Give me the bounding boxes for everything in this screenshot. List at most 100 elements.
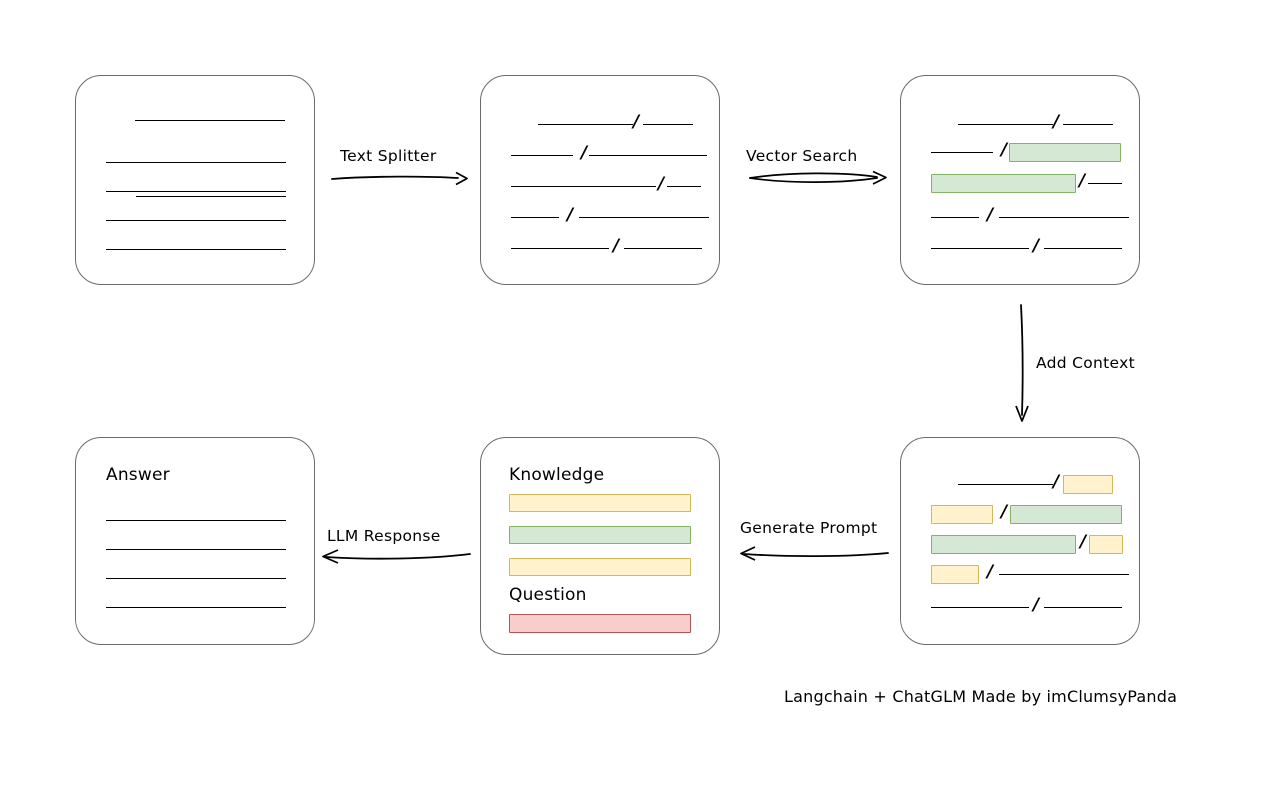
source-document-box[interactable] [75,75,315,285]
text-line [1088,182,1123,184]
matched-chunks-box[interactable]: / / / / / [900,75,1140,285]
footer-credit: Langchain + ChatGLM Made by imClumsyPand… [784,687,1178,706]
chunk-row: / [958,111,1114,134]
question-bar[interactable] [509,614,691,633]
chunk-row: / [931,235,1123,258]
document-row [106,181,286,201]
separator-slash: / [1001,139,1008,160]
text-line [589,154,708,156]
separator-slash: / [1033,235,1040,256]
question-heading: Question [509,585,587,605]
text-line [135,120,285,121]
separator-slash: / [987,561,994,582]
context-document-lines: / / / / / [901,438,1139,644]
chunk-row: / [931,170,1123,193]
context-chunk-highlight[interactable] [931,504,993,524]
chunk-row: / [958,471,1114,494]
knowledge-bar-3[interactable] [509,558,691,576]
answer-box[interactable]: Answer [75,437,315,645]
chunk-row: / [931,594,1123,617]
answer-lines [76,438,314,644]
text-line [667,185,702,187]
text-line [999,573,1130,575]
chunk-row: / [931,204,1130,227]
text-line [931,606,1029,608]
text-line [511,247,609,249]
text-line [136,195,286,197]
matched-chunk-highlight[interactable] [931,173,1076,193]
split-chunks-box[interactable]: / / / / / [480,75,720,285]
knowledge-heading: Knowledge [509,465,605,485]
separator-slash: / [1053,471,1060,492]
text-line [1044,247,1123,249]
text-line [511,154,573,156]
text-line [511,216,559,218]
context-chunk-highlight[interactable] [931,564,979,584]
answer-row [106,597,286,617]
document-row [106,152,286,172]
matched-chunk-highlight[interactable] [931,534,1076,554]
text-line [106,161,286,163]
separator-slash: / [1079,170,1086,191]
text-line [511,185,656,187]
separator-slash: / [613,235,620,256]
chunk-row: / [931,533,1124,554]
text-line [106,219,286,221]
text-line [106,190,286,192]
text-line [538,123,633,125]
text-line [643,123,694,125]
arrow-llm-response [322,549,471,564]
chunk-row: / [931,561,1130,584]
prompt-box[interactable]: Knowledge Question [480,437,720,655]
separator-slash: / [1033,594,1040,615]
edge-label-text-splitter: Text Splitter [340,147,437,165]
edge-label-llm-response: LLM Response [327,527,441,545]
document-row [106,239,286,259]
separator-slash: / [658,173,665,194]
context-chunk-highlight[interactable] [1063,474,1114,494]
edge-label-generate-prompt: Generate Prompt [740,519,878,537]
answer-heading: Answer [106,465,170,485]
matched-chunk-highlight[interactable] [1010,504,1123,524]
context-chunk-highlight[interactable] [1089,534,1124,554]
text-line [624,247,703,249]
answer-row [106,539,286,559]
text-line [1044,606,1123,608]
chunk-row: / [931,139,1122,162]
text-line [106,577,286,579]
arrow-add-context [1015,304,1029,422]
text-line [931,151,993,153]
knowledge-bar-2[interactable] [509,526,691,544]
context-document-box[interactable]: / / / / / [900,437,1140,645]
edge-label-vector-search: Vector Search [746,147,858,165]
text-line [106,606,286,608]
separator-slash: / [1053,111,1060,132]
text-line [931,247,1029,249]
text-line [958,123,1053,125]
chunk-row: / [931,503,1123,524]
matched-chunks-lines: / / / / / [901,76,1139,284]
separator-slash: / [581,142,588,163]
matched-chunk-highlight[interactable] [1009,142,1122,162]
chunk-row: / [511,142,708,165]
text-line [958,483,1053,485]
document-row [106,210,286,230]
text-line [106,548,286,550]
text-line [106,519,286,521]
edge-label-add-context: Add Context [1036,354,1135,372]
text-line [1063,123,1114,125]
arrow-vector-search [749,170,887,185]
source-document-first-line [135,120,285,121]
answer-row [106,568,286,588]
source-document-lines [76,76,314,284]
separator-slash: / [633,111,640,132]
separator-slash: / [987,204,994,225]
text-line [999,216,1130,218]
knowledge-bar-1[interactable] [509,494,691,512]
arrow-text-splitter [331,171,468,186]
chunk-row: / [511,173,702,196]
text-line [579,216,710,218]
chunk-row: / [511,206,710,227]
answer-row [106,510,286,530]
